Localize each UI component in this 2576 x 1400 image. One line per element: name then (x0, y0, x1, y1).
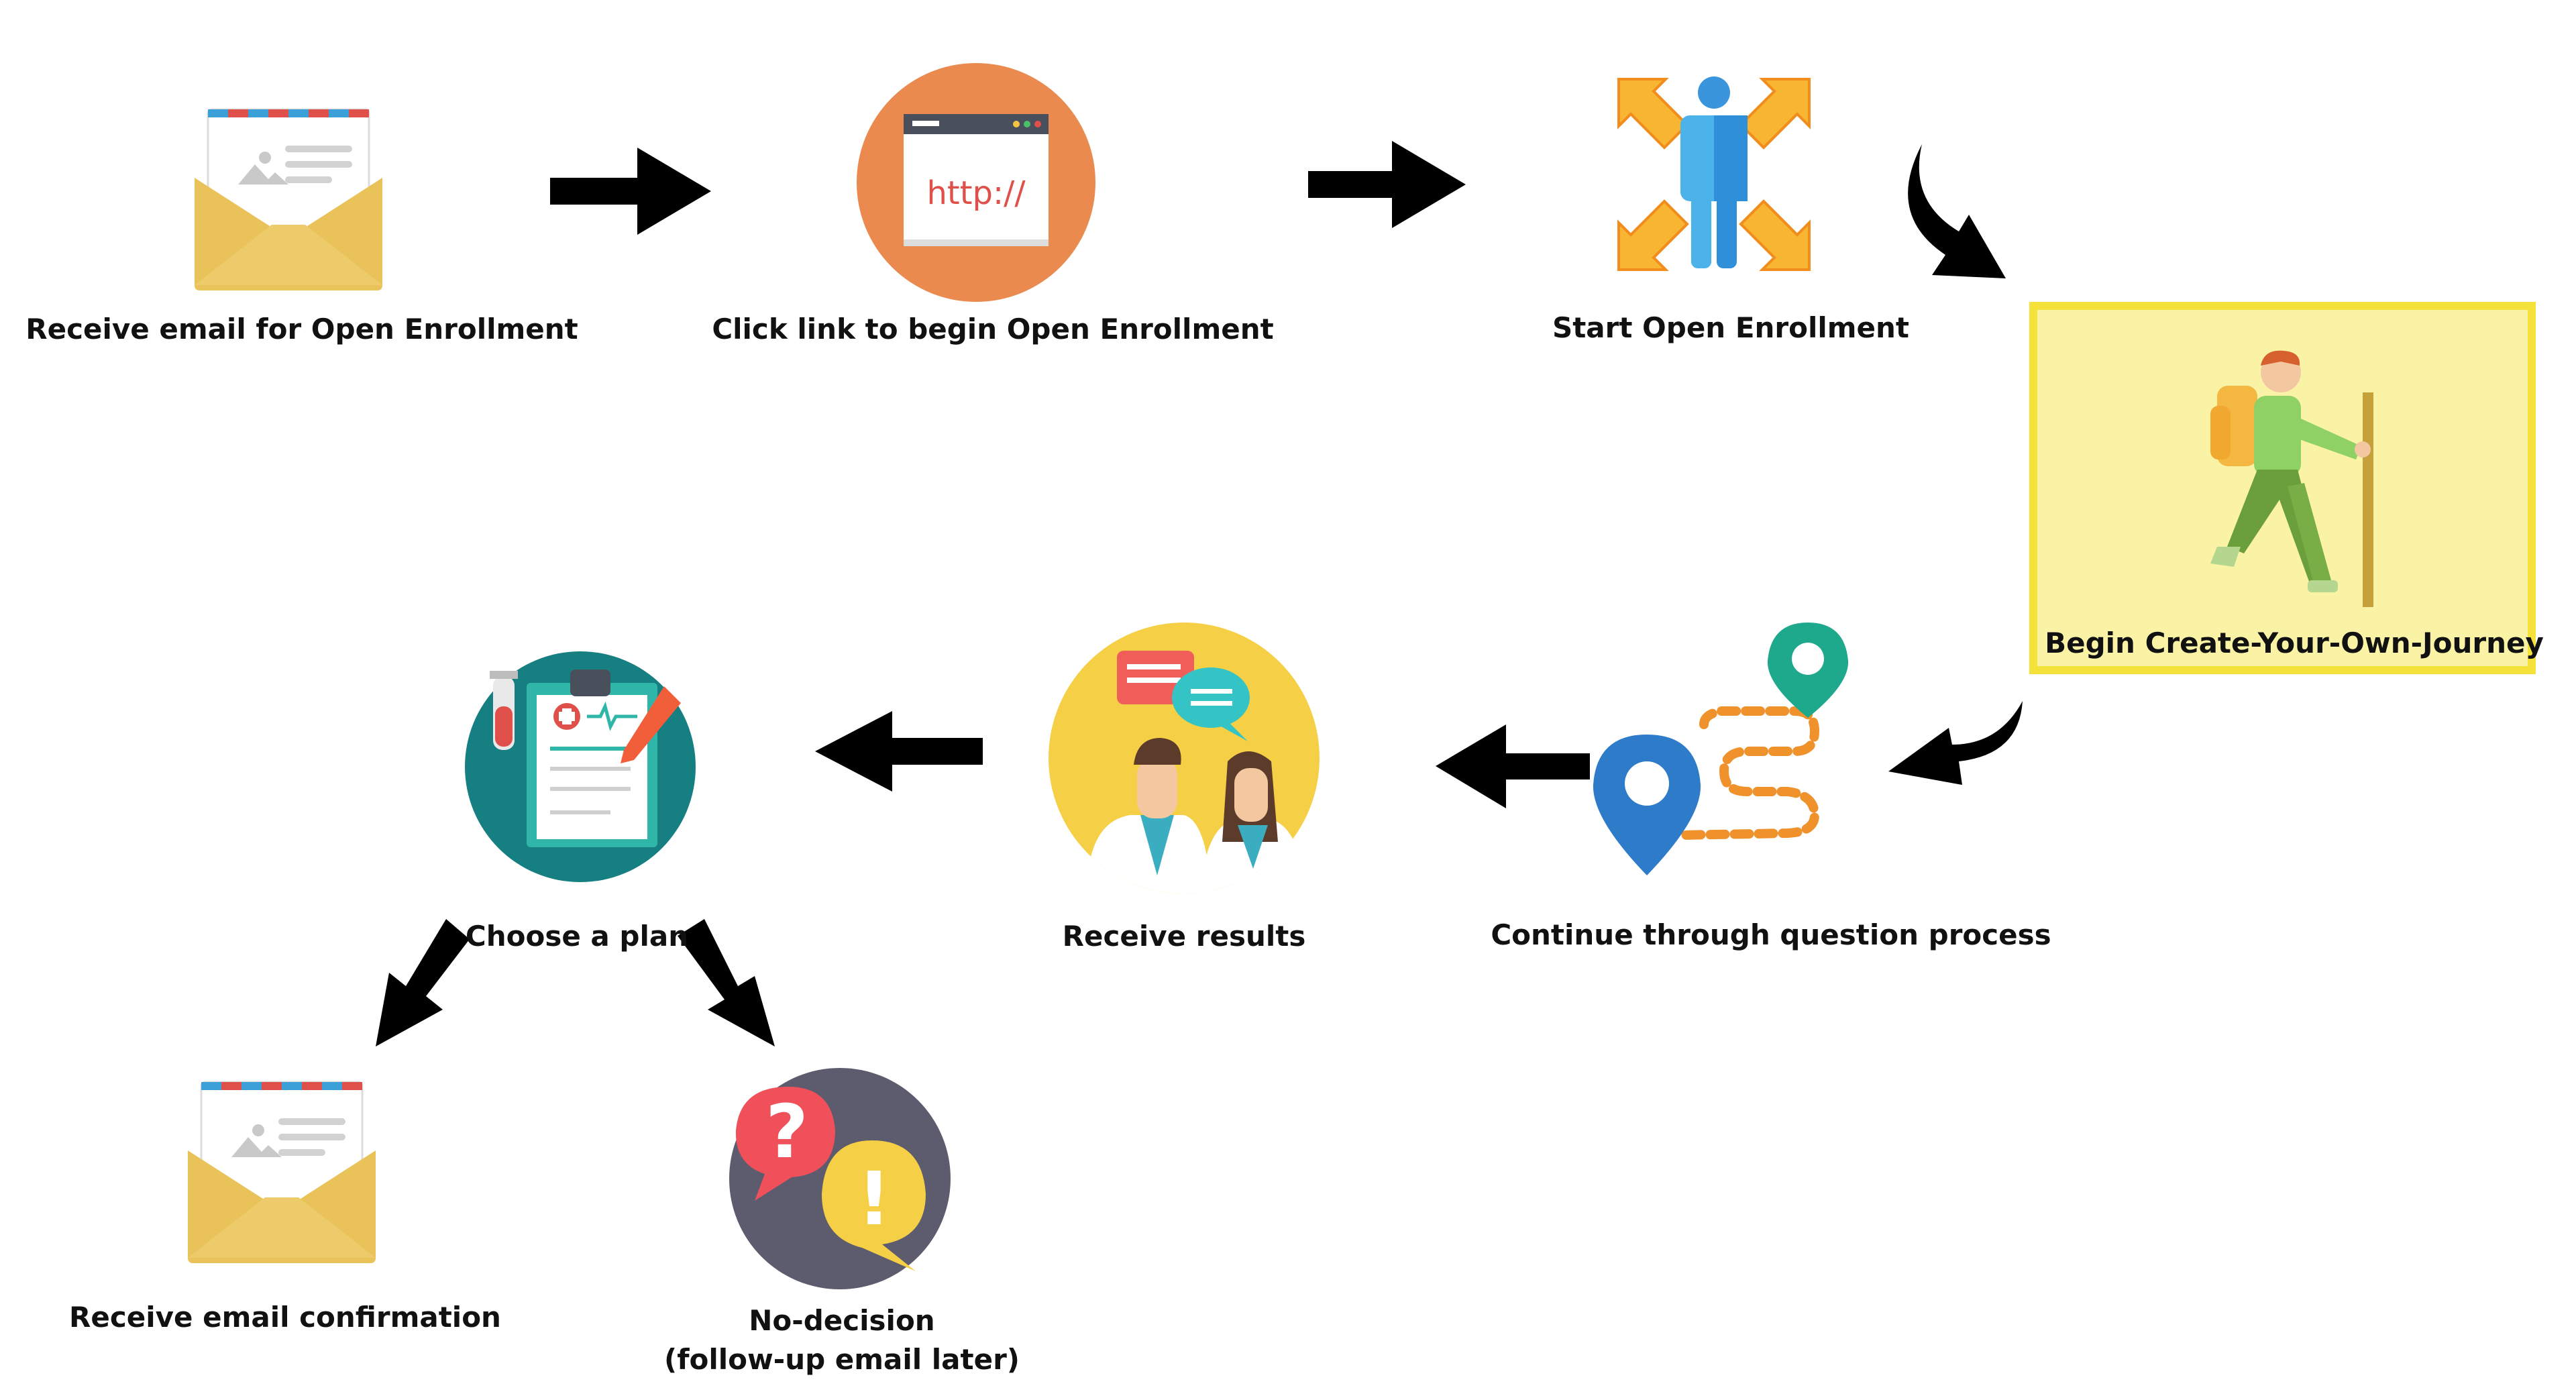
arrow-email-to-link (550, 148, 711, 235)
envelope-icon (195, 108, 382, 290)
question-mark-text: ? (765, 1089, 808, 1175)
label-no-decision-note: (follow-up email later) (663, 1343, 1020, 1376)
journey-highlight-box (2029, 302, 2536, 674)
hiker-icon (2210, 350, 2373, 607)
arrow-plan-to-no-decision (678, 919, 775, 1046)
person-arrows-icon (1617, 76, 1811, 271)
arrow-journey-to-questions (1888, 701, 2023, 785)
question-exclamation-icon: ? ! (729, 1068, 951, 1289)
exclamation-mark-text: ! (857, 1156, 891, 1242)
map-route-icon (1593, 623, 1849, 875)
arrow-start-to-journey (1908, 144, 2006, 278)
label-begin-journey: Begin Create-Your-Own-Journey (2045, 627, 2544, 659)
medical-plan-icon (465, 651, 696, 882)
browser-url-text: http:// (926, 174, 1026, 212)
label-choose-plan: Choose a plan (465, 920, 689, 953)
label-click-link: Click link to begin Open Enrollment (712, 313, 1274, 345)
label-no-decision: No-decision (749, 1304, 935, 1337)
arrow-results-to-plan (815, 711, 983, 792)
arrow-link-to-start (1308, 141, 1466, 228)
label-receive-email: Receive email for Open Enrollment (25, 313, 578, 345)
label-start-enrollment: Start Open Enrollment (1552, 311, 1910, 344)
arrow-questions-to-results (1436, 724, 1590, 808)
browser-link-icon: http:// (857, 63, 1095, 302)
arrow-plan-to-confirmation (376, 919, 470, 1046)
label-question-process: Continue through question process (1491, 918, 2051, 951)
confirmation-envelope-icon (188, 1081, 376, 1263)
doctors-results-icon (1049, 623, 1320, 894)
label-receive-results: Receive results (1062, 920, 1306, 953)
label-email-confirmation: Receive email confirmation (69, 1301, 501, 1334)
